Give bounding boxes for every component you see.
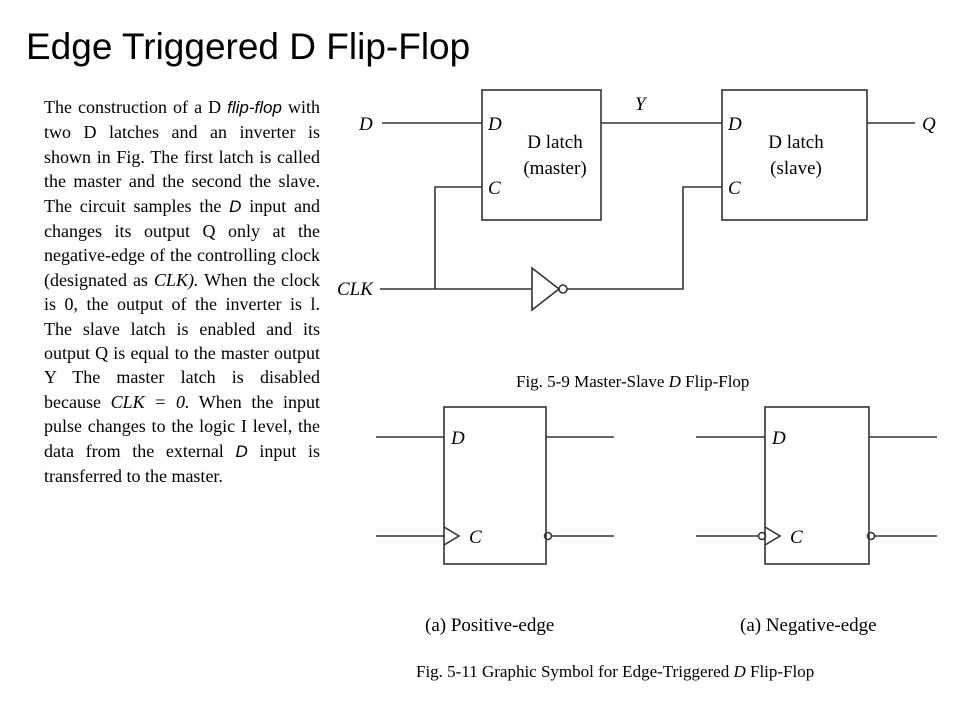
neg-d-pin: D (771, 428, 786, 449)
pos-qbar-bubble (543, 531, 553, 541)
clk-slave-wire (567, 186, 722, 290)
text-segment: When the input pulse changes to the logi… (44, 391, 320, 461)
master-subtitle: (master) (523, 158, 586, 179)
slave-subtitle: (slave) (770, 158, 822, 179)
master-title: D latch (527, 132, 583, 153)
fig511-caption: Fig. 5-11 Graphic Symbol for Edge-Trigge… (416, 662, 814, 681)
text-segment-d: D (235, 441, 248, 461)
master-c-pin: C (488, 178, 501, 199)
neg-edge-label: (a) Negative-edge (740, 615, 877, 636)
slide-title: Edge Triggered D Flip-Flop (26, 26, 471, 67)
inverter-bubble (558, 284, 568, 294)
text-segment-clk-zero: CLK = 0. (110, 391, 190, 412)
description-paragraph: The construction of a D flip-flop with t… (44, 95, 320, 489)
text-segment: When the clock is 0, the output of the i… (44, 269, 321, 412)
neg-qbar-bubble (866, 531, 876, 541)
clk-master-wire (434, 186, 482, 289)
text-segment-clk: CLK). (153, 269, 199, 290)
text-segment: The construction of a D (44, 97, 228, 117)
fig511-caption-prefix: Fig. 5-11 Graphic Symbol for Edge-Trigge… (416, 662, 733, 681)
fig59-caption-suffix: Flip-Flop (681, 372, 750, 391)
slave-c-pin: C (728, 178, 741, 199)
fig59-caption: Fig. 5-9 Master-Slave D Flip-Flop (516, 372, 749, 391)
slave-d-pin: D (727, 114, 742, 135)
neg-edge-box (764, 406, 870, 565)
text-segment: input and changes its output Q only at t… (44, 195, 320, 290)
y-label: Y (635, 94, 648, 115)
fig59-caption-prefix: Fig. 5-9 Master-Slave (516, 372, 669, 391)
pos-c-pin: C (469, 527, 482, 548)
clk-label: CLK (337, 279, 374, 300)
text-segment: input is transferred to the master. (44, 440, 320, 487)
text-segment: with two D latches and an inverter is sh… (44, 97, 320, 216)
neg-clk-bubble (757, 531, 767, 541)
master-d-pin: D (487, 114, 502, 135)
d-input-label: D (358, 114, 373, 135)
master-latch-box (481, 89, 602, 221)
neg-clock-triangle (764, 526, 782, 546)
text-segment-d: D (229, 196, 242, 216)
pos-clock-triangle (443, 526, 461, 546)
fig59-caption-d: D (668, 372, 682, 391)
text-segment-flip-flop: flip-flop (227, 98, 282, 117)
inverter-triangle (531, 266, 561, 312)
slave-title: D latch (768, 132, 824, 153)
neg-c-pin: C (790, 527, 803, 548)
pos-d-pin: D (450, 428, 465, 449)
q-label: Q (922, 114, 936, 135)
slave-latch-box (721, 89, 868, 221)
pos-edge-label: (a) Positive-edge (425, 615, 554, 636)
pos-edge-box (443, 406, 547, 565)
fig511-caption-suffix: Flip-Flop (746, 662, 815, 681)
fig511-caption-d: D (732, 662, 746, 681)
